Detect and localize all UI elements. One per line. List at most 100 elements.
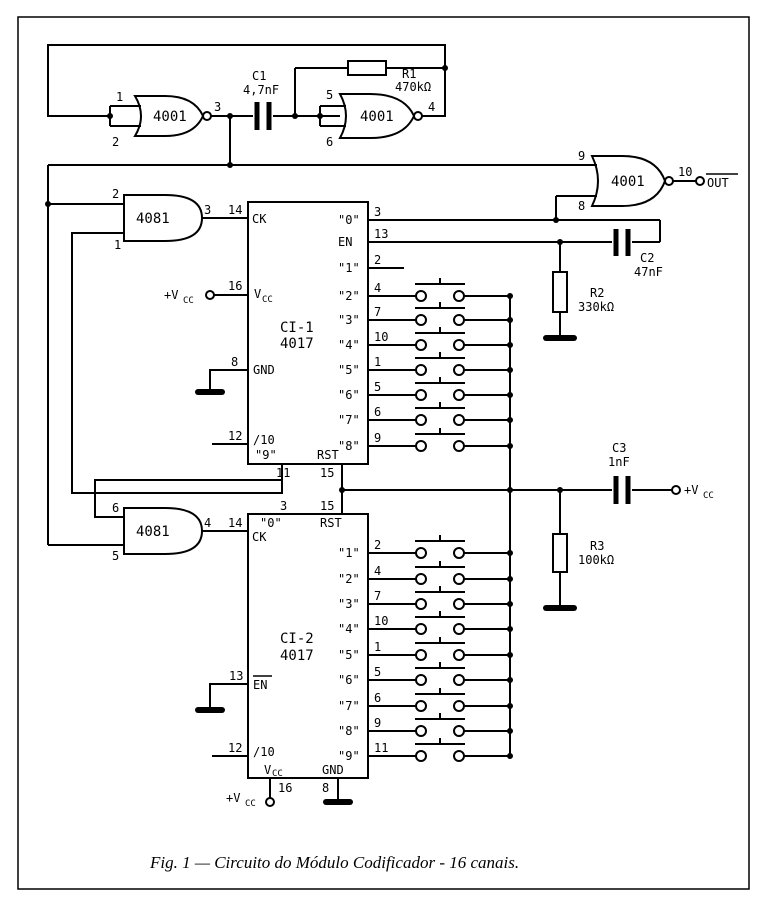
pin-number: 14	[228, 516, 242, 530]
clock-gate-2: 6 5 4081 4 14	[48, 501, 248, 563]
pin-number: 4	[374, 281, 381, 295]
switch-contact	[415, 649, 427, 661]
output-label: "8"	[338, 724, 360, 738]
pin-number: 2	[112, 187, 119, 201]
reset-network: +V CC C3 1nF R3 100kΩ	[342, 296, 714, 756]
switch-contact	[453, 389, 465, 401]
wire	[422, 68, 446, 117]
r1-value: 470kΩ	[395, 80, 431, 94]
output-label: "6"	[338, 388, 360, 402]
pin-number: 6	[326, 135, 333, 149]
pin-number: 12	[228, 741, 242, 755]
out-terminal	[695, 176, 705, 186]
output-label: "1"	[338, 261, 360, 275]
ic1-outputs: "0"3EN13"1"2"2"4"3"7"4"10"5"1"6"5"7"6"8"…	[338, 205, 513, 453]
pin-number: 13	[374, 227, 388, 241]
switch-contact	[415, 389, 427, 401]
r2-resistor	[552, 271, 568, 313]
inverter-bubble	[413, 111, 423, 121]
pin-number: 4	[204, 516, 211, 530]
clock-gate-1: 2 4081 1 3 14	[45, 165, 283, 545]
ic2-vcc-sub: CC	[272, 769, 283, 779]
out-label: OUT	[707, 176, 729, 190]
r3-name: R3	[590, 539, 604, 553]
r2-name: R2	[590, 286, 604, 300]
pin-number: 4	[374, 564, 381, 578]
output-label: EN	[338, 235, 352, 249]
c2-name: C2	[640, 251, 654, 265]
pin-number: 1	[116, 90, 123, 104]
gate-label: 4001	[360, 109, 394, 125]
pin-number: 1	[114, 238, 121, 252]
switch-contact	[415, 364, 427, 376]
en-network: C2 47nF R2 330kΩ	[368, 219, 663, 341]
ic2-div-label: /10	[253, 745, 275, 759]
switch-contact	[453, 598, 465, 610]
switch-contact	[453, 649, 465, 661]
wire	[71, 232, 283, 494]
pin-number: 2	[374, 538, 381, 552]
vcc-terminal	[205, 290, 215, 300]
pin-number: 2	[112, 135, 119, 149]
gate-label: 4001	[611, 174, 645, 190]
switch-contact	[415, 573, 427, 585]
output-label: "9"	[338, 749, 360, 763]
ic2-body	[247, 513, 369, 779]
switch-contact	[453, 750, 465, 762]
nor-gate-3	[590, 155, 667, 207]
output-label: "2"	[338, 289, 360, 303]
ic2-4017: 3 15 "0" RST CK CI-2 4017 EN 13 12 /10 V…	[195, 499, 369, 809]
ic1-rst-label: RST	[317, 448, 339, 462]
inverter-bubble	[664, 176, 674, 186]
r1-resistor	[347, 60, 387, 76]
pin-number: 14	[228, 203, 242, 217]
switch-contact	[453, 440, 465, 452]
switch-contact	[453, 573, 465, 585]
switch-contact	[415, 314, 427, 326]
r3-value: 100kΩ	[578, 553, 614, 567]
output-label: "7"	[338, 413, 360, 427]
pin-number: 4	[428, 100, 435, 114]
switch-contact	[453, 623, 465, 635]
pin-number: 15	[320, 499, 334, 513]
pin-number: 10	[678, 165, 692, 179]
switch-contact	[415, 700, 427, 712]
pin-number: 9	[374, 431, 381, 445]
ic1-div-label: /10	[253, 433, 275, 447]
output-label: "7"	[338, 699, 360, 713]
wire	[94, 479, 282, 518]
figure-caption: Fig. 1 — Circuito do Módulo Codificador …	[149, 853, 519, 872]
ic2-ck-label: CK	[252, 530, 267, 544]
ic1-body	[247, 201, 369, 465]
gate-label: 4001	[153, 109, 187, 125]
pin-number: 12	[228, 429, 242, 443]
output-label: "4"	[338, 622, 360, 636]
pin-number: 11	[374, 741, 388, 755]
pin-number: 8	[322, 781, 329, 795]
pin-number: 9	[578, 149, 585, 163]
switch-contact	[453, 674, 465, 686]
junction	[507, 753, 513, 759]
junction	[507, 550, 513, 556]
switch-contact	[415, 547, 427, 559]
output-gate: 9 4001 10 OUT 8	[48, 149, 738, 223]
vcc-label: +V	[164, 288, 178, 302]
switch-contact	[415, 339, 427, 351]
pin-number: 5	[374, 665, 381, 679]
and-gate-2	[123, 507, 204, 555]
pin-number: 11	[276, 466, 290, 480]
pin-number: 16	[228, 279, 242, 293]
vcc-terminal	[265, 797, 275, 807]
output-label: "4"	[338, 338, 360, 352]
switch-contact	[415, 623, 427, 635]
switch-contact	[415, 598, 427, 610]
pin-number: 5	[374, 380, 381, 394]
switch-contact	[453, 725, 465, 737]
switch-contact	[453, 290, 465, 302]
figure-frame	[17, 16, 750, 890]
ic2-name: CI-2	[280, 631, 314, 647]
output-label: "8"	[338, 439, 360, 453]
switch-contact	[415, 750, 427, 762]
ic1-ck-label: CK	[252, 212, 267, 226]
ic1-vcc-label: V	[254, 287, 261, 301]
